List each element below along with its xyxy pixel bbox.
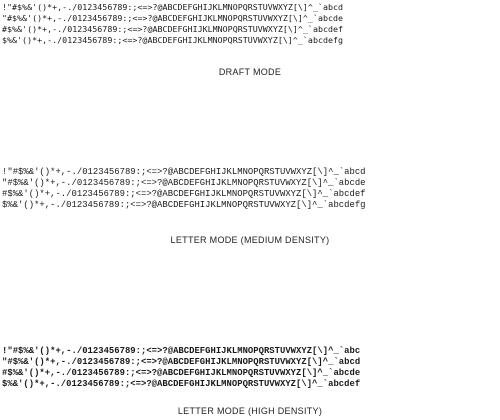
letter-mode-high-lines: !"#$%&'()*+,-./0123456789:;<=>?@ABCDEFGH… bbox=[2, 346, 498, 390]
sample-line: !"#$%&'()*+,-./0123456789:;<=>?@ABCDEFGH… bbox=[2, 167, 366, 177]
sample-line: #$%&'()*+,-./0123456789:;<=>?@ABCDEFGHIJ… bbox=[2, 24, 344, 34]
letter-mode-medium-sample: !"#$%&'()*+,-./0123456789:;<=>?@ABCDEFGH… bbox=[2, 167, 498, 211]
sample-line: "#$%&'()*+,-./0123456789:;<=>?@ABCDEFGHI… bbox=[2, 13, 344, 23]
sample-line: $%&'()*+,-./0123456789:;<=>?@ABCDEFGHIJK… bbox=[2, 200, 366, 210]
draft-mode-lines: !"#$%&'()*+,-./0123456789:;<=>?@ABCDEFGH… bbox=[2, 2, 498, 46]
sample-line: "#$%&'()*+,-./0123456789:;<=>?@ABCDEFGHI… bbox=[2, 357, 361, 367]
letter-mode-high-sample: !"#$%&'()*+,-./0123456789:;<=>?@ABCDEFGH… bbox=[2, 346, 498, 390]
sample-line: !"#$%&'()*+,-./0123456789:;<=>?@ABCDEFGH… bbox=[2, 346, 361, 356]
letter-mode-medium-caption: LETTER MODE (MEDIUM DENSITY) bbox=[170, 235, 330, 245]
sample-line: !"#$%&'()*+,-./0123456789:;<=>?@ABCDEFGH… bbox=[2, 2, 344, 12]
draft-mode-caption: DRAFT MODE bbox=[218, 67, 282, 77]
sample-line: $%&'()*+,-./0123456789:;<=>?@ABCDEFGHIJK… bbox=[2, 379, 361, 389]
sample-line: "#$%&'()*+,-./0123456789:;<=>?@ABCDEFGHI… bbox=[2, 178, 366, 188]
sample-line: #$%&'()*+,-./0123456789:;<=>?@ABCDEFGHIJ… bbox=[2, 189, 366, 199]
letter-mode-high-caption: LETTER MODE (HIGH DENSITY) bbox=[177, 406, 323, 416]
sample-line: #$%&'()*+,-./0123456789:;<=>?@ABCDEFGHIJ… bbox=[2, 368, 361, 378]
letter-mode-medium-lines: !"#$%&'()*+,-./0123456789:;<=>?@ABCDEFGH… bbox=[2, 167, 498, 211]
sample-line: $%&'()*+,-./0123456789:;<=>?@ABCDEFGHIJK… bbox=[2, 35, 344, 45]
draft-mode-sample: !"#$%&'()*+,-./0123456789:;<=>?@ABCDEFGH… bbox=[2, 2, 498, 46]
